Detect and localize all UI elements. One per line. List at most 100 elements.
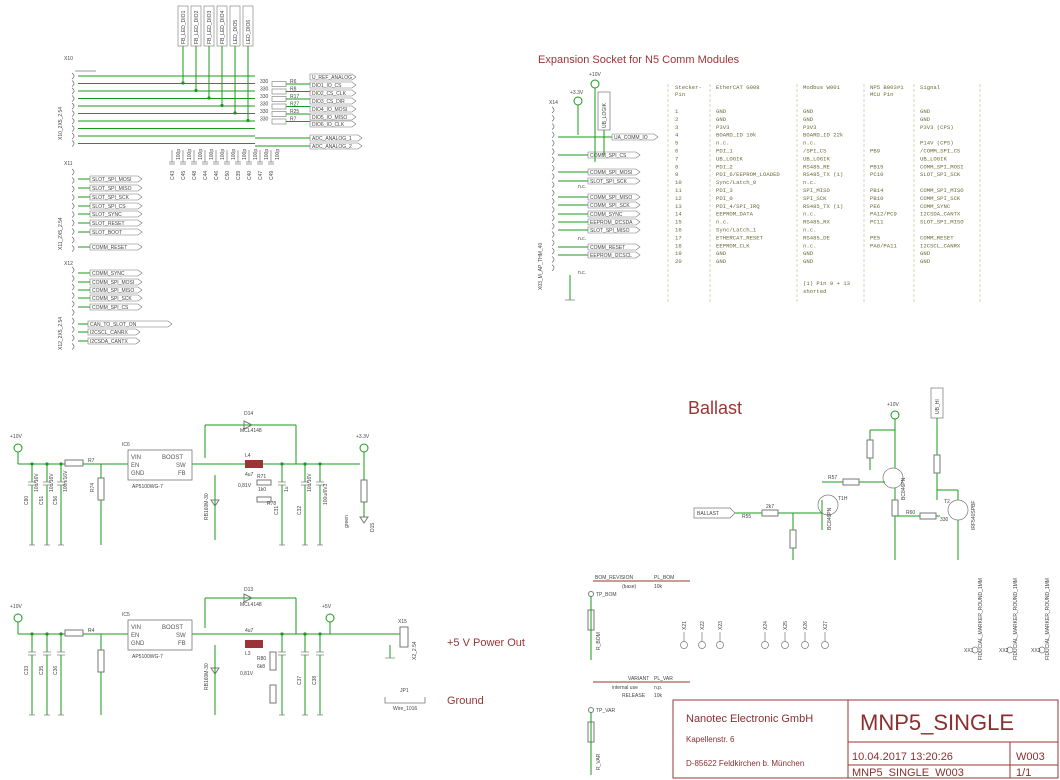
net-label: SLOT_SPI_MISO (92, 186, 132, 192)
connector-pin (71, 309, 75, 316)
x11-ref: X11 (64, 161, 73, 167)
table-cell: I2CSCL_CANRX (920, 242, 961, 249)
ic6-part: AP5100WG-7 (132, 484, 163, 490)
t1-part: BC846PN (827, 507, 833, 530)
net-label: ADC_ANALOG_1 (312, 136, 352, 142)
ballast-supply-symbol (890, 410, 900, 420)
x11-part: X11_2X5_2.54 (58, 217, 64, 250)
cap-ref: C32 (297, 506, 303, 515)
ballast-net-label: BALLAST (697, 511, 719, 517)
ballast-r61 (933, 454, 941, 474)
net-flag (309, 97, 357, 105)
ballast-r55 (761, 509, 779, 517)
table-cell: SLOT_SPI_SCK (920, 171, 961, 178)
table-cell: 15 (675, 219, 682, 226)
connector-pin (551, 214, 555, 222)
net-label: COMM_RESET (590, 245, 625, 251)
buck2-r81 (269, 684, 277, 704)
net-label: DIO6_IO_CLK (312, 122, 345, 128)
fiducial-label: FIDUCIAL_MARKER_ROUND_1MM (1013, 578, 1019, 660)
resistor-value: 330 (260, 87, 269, 93)
connector-pin (71, 266, 75, 274)
table-cell: P14V (CPS) (920, 140, 954, 147)
drawing-file: MNP5_SINGLE_W003 (852, 767, 964, 779)
net-label: DIO5_IO_MISO (312, 115, 347, 121)
table-header: EtherCAT G008 (716, 84, 760, 91)
x14-net-labels: UA_COMM_IOCOMM_SPI_CSCOMM_SPI_MOSISLOT_S… (558, 88, 659, 259)
table-cell: 11 (675, 187, 682, 194)
table-cell: 9 (675, 171, 678, 178)
x15-part: X2_2.54 (412, 641, 418, 660)
fiducial-label: FIDUCIAL_MARKER_ROUND_1MM (978, 578, 984, 660)
testpoint (716, 641, 724, 649)
table-cell: BOARD_ID 22k (803, 132, 844, 139)
net-flag (89, 278, 143, 286)
supply-33v-symbol (573, 96, 583, 106)
table-cell: GND (716, 108, 727, 115)
connector-pin (551, 231, 555, 238)
supply-10v-symbol (590, 79, 600, 89)
x12-net-labels: COMM_SYNCCOMM_SPI_MOSICOMM_SPI_MISOCOMM_… (78, 269, 173, 345)
led-flag-label: FB_LED_DIO4 (220, 10, 226, 44)
net-flag (89, 210, 143, 218)
buck1-supply-symbol (13, 443, 23, 453)
table-cell: PDI_1 (716, 148, 733, 155)
l3-value: 4u7 (245, 628, 254, 634)
testpoint (781, 641, 789, 649)
nc-label-2: n.c. (578, 236, 586, 242)
t1-pnp-part: BC846PN (901, 477, 907, 500)
x10-ref: X10 (64, 56, 73, 62)
table-cell: n.c. (803, 242, 816, 249)
fiducial (1038, 646, 1046, 654)
buck2-r80-value: 6k8 (257, 664, 265, 670)
ic6-pin-fb: FB (178, 471, 186, 477)
table-cell: 10 (675, 179, 682, 186)
net-label: SLOT_SPI_SCK (590, 179, 628, 185)
drawing-name: MNP5_SINGLE (860, 710, 1014, 735)
d14-part: MCL4148 (240, 428, 262, 434)
net-flag (89, 294, 143, 302)
testpoint-ref: X21 (682, 621, 688, 630)
cap-value: 100p (231, 149, 237, 160)
table-cell: GND (803, 116, 814, 123)
cap-value: 100p (209, 149, 215, 160)
table-cell: n.c. (803, 211, 816, 218)
connector-pin (71, 343, 75, 350)
junction (318, 462, 322, 466)
led-flag-label: FB_LED_DIO3 (207, 10, 213, 44)
cap-ref: C31 (274, 506, 280, 515)
table-cell: Sync/Latch_0 (716, 179, 757, 186)
net-flag (87, 328, 141, 336)
connector-pin (71, 140, 75, 147)
net-label: COMM_SPI_MOSI (590, 170, 632, 176)
cap-value: 100p (187, 149, 193, 160)
table-cell: RS485_TX (1) (803, 171, 843, 178)
cap-value: 100p (220, 149, 226, 160)
ballast-title: Ballast (688, 398, 742, 418)
table-cell: 7 (675, 155, 678, 162)
table-cell: PC11 (870, 219, 884, 226)
ballast-r55-ref: R55 (742, 514, 751, 520)
connector-pin (551, 247, 555, 255)
supply-10v-label: +10V (589, 72, 601, 78)
buck1-schottky-part: RB160M-30 (204, 493, 210, 520)
ic5-body (127, 619, 193, 651)
table-cell: PB9 (870, 148, 880, 155)
cap-ref: C56 (53, 496, 59, 505)
buck1-r78-ref: R78 (267, 501, 276, 507)
expansion-title: Expansion Socket for N5 Comm Modules (538, 54, 740, 66)
t2-part: IRF540SPBF (971, 501, 977, 530)
x12-pins (71, 266, 75, 350)
d13-part: MCL4148 (240, 602, 262, 608)
table-cell: PB10 (870, 195, 884, 202)
junction (246, 118, 250, 123)
ballast-circuit: Ballast +10V UB_HI BALLAST 2k7 R55 T1H B… (688, 387, 977, 560)
connector-pin (71, 292, 75, 299)
ic5-ref: IC5 (122, 612, 130, 618)
table-cell: RS485_DE (803, 234, 830, 241)
ic6-pin-vin: VIN (131, 455, 141, 461)
table-cell: n.c. (716, 140, 729, 147)
